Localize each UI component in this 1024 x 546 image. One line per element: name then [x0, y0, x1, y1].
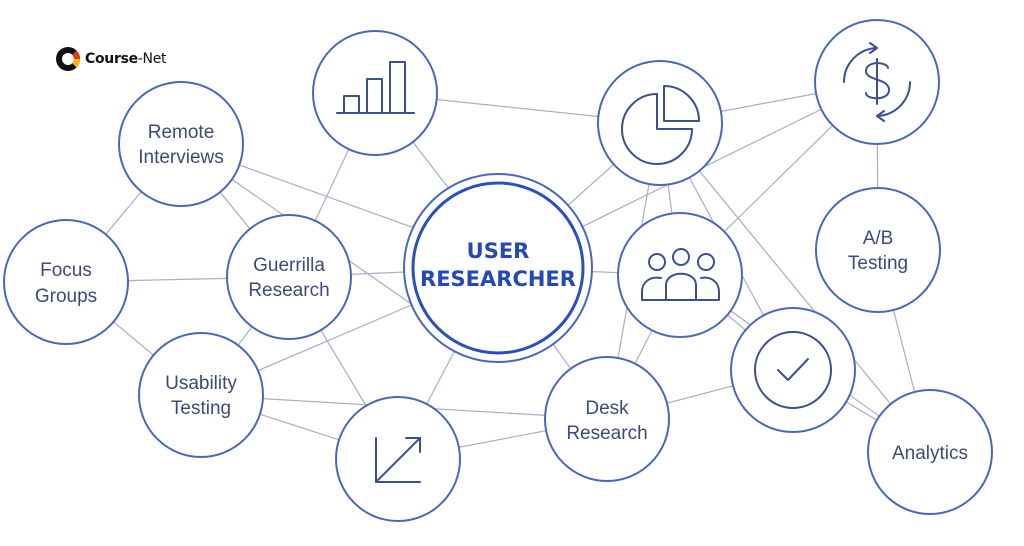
course-net-logo: Course-Net	[55, 46, 167, 72]
node-label: Analytics	[892, 443, 968, 464]
node-analytics: Analytics	[867, 389, 993, 515]
node-ab-testing: A/B Testing	[815, 187, 941, 313]
bar-chart-icon	[336, 61, 415, 114]
node-label: Groups	[35, 286, 97, 307]
node-check	[730, 307, 856, 433]
node-bar-chart	[312, 30, 438, 156]
logo-ring-icon	[56, 47, 80, 71]
pie-chart-icon	[621, 85, 700, 165]
team-icon	[641, 248, 720, 301]
node-label: Usability	[165, 373, 237, 394]
node-desk-research: Desk Research	[544, 356, 670, 482]
node-focus-groups: Focus Groups	[3, 219, 129, 345]
node-label: Guerrilla	[253, 255, 325, 276]
node-usability-testing: Usability Testing	[138, 332, 264, 458]
center-title-line1: USER	[467, 239, 530, 263]
node-label: Focus	[40, 260, 92, 281]
node-label: Testing	[848, 253, 908, 274]
node-label: Desk	[585, 398, 629, 419]
node-team	[617, 212, 743, 338]
dollar-cycle-icon	[843, 42, 911, 122]
logo-text: Course-Net	[85, 51, 167, 67]
node-guerrilla-research: Guerrilla Research	[226, 214, 352, 340]
node-label: A/B	[863, 228, 894, 249]
node-label: Interviews	[138, 147, 224, 168]
diagonal-arrow-icon	[375, 437, 421, 483]
node-label: Research	[566, 423, 647, 444]
node-label: Research	[248, 280, 329, 301]
node-label: Testing	[171, 398, 231, 419]
node-growth	[335, 396, 461, 522]
node-pie-chart	[597, 60, 723, 186]
node-dollar-cycle	[814, 19, 940, 145]
node-user-researcher-center: USER RESEARCHER	[403, 173, 593, 363]
check-icon	[777, 358, 809, 381]
center-title-line2: RESEARCHER	[420, 267, 576, 291]
node-label: Remote	[148, 122, 215, 143]
node-remote-interviews: Remote Interviews	[118, 81, 244, 207]
